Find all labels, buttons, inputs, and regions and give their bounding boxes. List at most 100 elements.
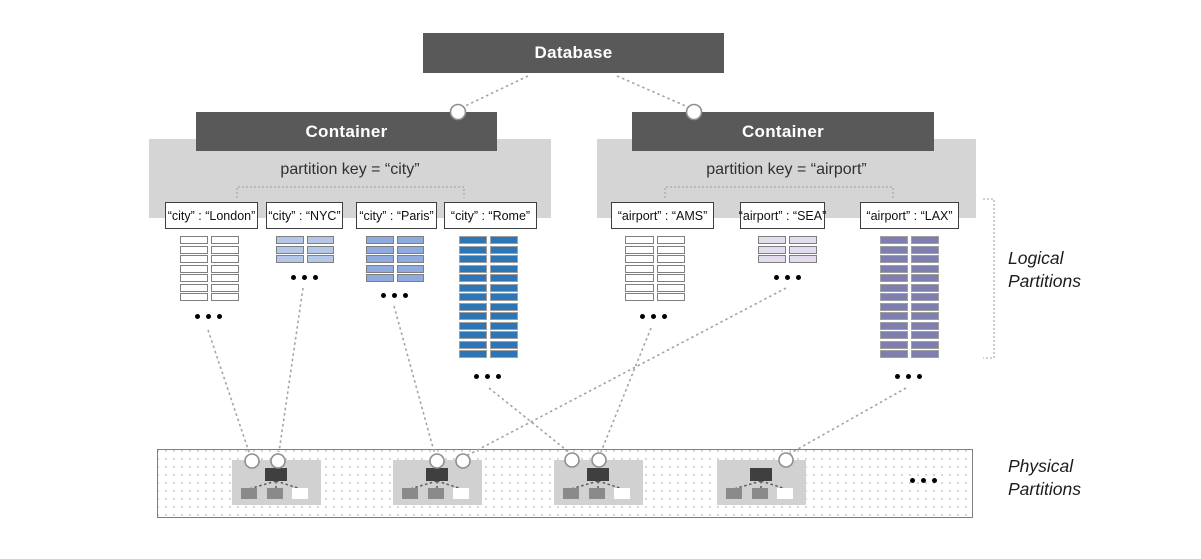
document-item [306, 236, 334, 244]
cluster-root-node [587, 468, 609, 481]
more-clusters-dots [910, 478, 937, 483]
document-item [396, 245, 424, 254]
document-item [276, 245, 304, 254]
more-items-dots [381, 293, 408, 298]
document-item [211, 255, 239, 263]
database-label: Database [534, 43, 613, 62]
partition-key-caption-city: partition key = “city” [280, 161, 420, 178]
document-item [276, 236, 304, 244]
more-items-dots [474, 374, 501, 379]
cluster-links [248, 480, 302, 490]
partition-label-city-nyc: “city” : “NYC” [266, 202, 343, 229]
container-label: Container [741, 121, 825, 141]
document-item [911, 293, 939, 301]
cluster-links [733, 480, 787, 490]
document-item [180, 264, 208, 273]
document-item [211, 293, 239, 301]
document-item [625, 283, 654, 292]
more-items-dots [774, 275, 801, 280]
document-stack-lax [880, 236, 939, 358]
document-item [911, 274, 939, 282]
document-item [459, 255, 487, 263]
document-item [789, 236, 817, 244]
document-item [880, 321, 908, 330]
partition-label-city-rome: “city” : “Rome” [444, 202, 537, 229]
physical-partitions-annotation: Physical Partitions [1008, 455, 1081, 501]
document-item [880, 331, 908, 339]
cluster-child-node-empty [777, 488, 793, 499]
document-item [880, 302, 908, 311]
document-item [656, 283, 685, 292]
document-item [490, 283, 518, 292]
physical-partition-cluster [717, 460, 806, 505]
document-item [396, 274, 424, 282]
document-item [211, 264, 239, 273]
document-item [656, 293, 685, 301]
document-item [366, 255, 394, 263]
document-item [490, 312, 518, 320]
document-item [911, 312, 939, 320]
cluster-child-node [563, 488, 579, 499]
document-item [180, 255, 208, 263]
document-item [490, 255, 518, 263]
document-stack-sea [758, 236, 817, 263]
document-item [490, 264, 518, 273]
document-item [911, 283, 939, 292]
document-item [490, 302, 518, 311]
container-node-city: Container [196, 112, 497, 151]
document-item [758, 245, 786, 254]
document-item [490, 321, 518, 330]
document-item [276, 255, 304, 263]
document-item [180, 236, 208, 244]
cluster-root-node [265, 468, 287, 481]
cluster-child-node-empty [453, 488, 469, 499]
document-item [789, 245, 817, 254]
document-item [366, 264, 394, 273]
document-item [880, 283, 908, 292]
document-item [459, 283, 487, 292]
cluster-child-node [726, 488, 742, 499]
document-item [459, 274, 487, 282]
document-item [911, 350, 939, 358]
document-item [911, 245, 939, 254]
document-item [211, 283, 239, 292]
cluster-child-node [752, 488, 768, 499]
document-item [656, 245, 685, 254]
document-item [180, 274, 208, 282]
cluster-child-node [241, 488, 257, 499]
document-item [459, 312, 487, 320]
document-item [490, 350, 518, 358]
cluster-links [409, 480, 463, 490]
document-item [490, 293, 518, 301]
more-items-dots [195, 314, 222, 319]
cluster-child-node [267, 488, 283, 499]
document-item [911, 321, 939, 330]
document-item [911, 331, 939, 339]
cluster-child-node [402, 488, 418, 499]
partition-label-city-london: “city” : “London” [165, 202, 258, 229]
logical-to-physical-links [207, 287, 907, 457]
document-item [911, 340, 939, 349]
document-item [880, 245, 908, 254]
document-stack-rome [459, 236, 518, 358]
document-item [880, 274, 908, 282]
annotation-line: Partitions [1008, 271, 1081, 291]
document-item [459, 331, 487, 339]
container-label: Container [305, 121, 388, 141]
annotation-line: Logical [1008, 248, 1064, 268]
document-item [459, 302, 487, 311]
document-item [625, 264, 654, 273]
document-item [490, 331, 518, 339]
database-container-links [462, 75, 689, 108]
document-stack-ams [625, 236, 685, 301]
document-item [459, 350, 487, 358]
document-item [366, 274, 394, 282]
document-item [880, 350, 908, 358]
physical-partition-cluster [232, 460, 321, 505]
document-item [758, 255, 786, 263]
cluster-child-node [428, 488, 444, 499]
partition-key-caption-airport: partition key = “airport” [706, 161, 867, 178]
container-node-airport: Container [632, 112, 934, 151]
logical-partitions-annotation: Logical Partitions [1008, 247, 1081, 293]
document-item [490, 274, 518, 282]
